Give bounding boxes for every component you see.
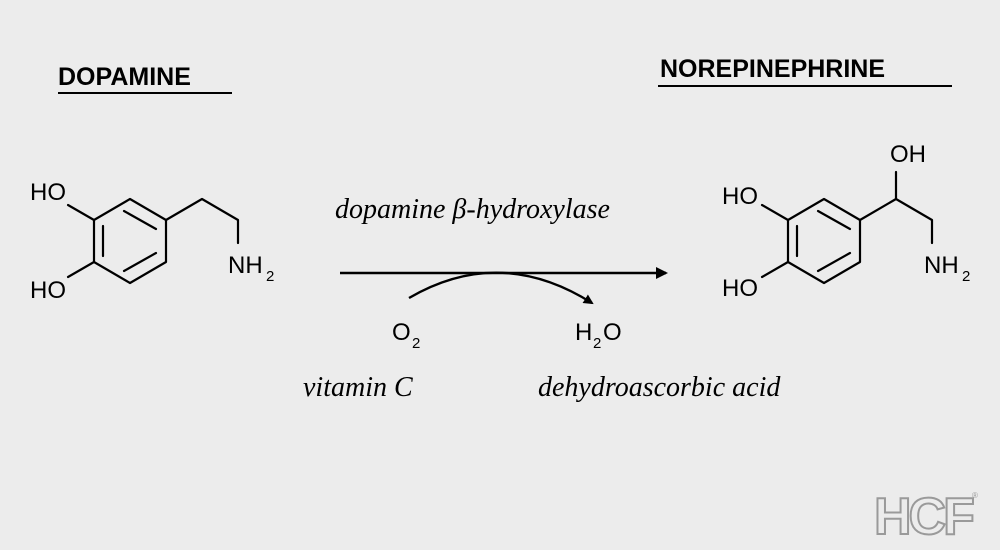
dopamine-side-chain	[66, 197, 240, 279]
norepinephrine-ho-top: HO	[722, 183, 758, 210]
svg-text:HCF: HCF	[874, 488, 973, 546]
svg-text:H: H	[575, 319, 592, 346]
dehydroascorbic-acid-label: dehydroascorbic acid	[538, 372, 781, 403]
norepinephrine-ring	[786, 197, 862, 285]
norepinephrine-ho-bottom: HO	[722, 275, 758, 302]
norepinephrine-structure: OH HO HO NH 2	[722, 141, 970, 302]
svg-text:O: O	[603, 319, 622, 346]
svg-text:2: 2	[266, 268, 274, 285]
svg-text:2: 2	[593, 335, 601, 352]
svg-text:NH: NH	[924, 252, 959, 279]
dopamine-amine: NH 2	[228, 252, 274, 285]
svg-text:®: ®	[972, 491, 978, 500]
svg-text:DOPAMINE: DOPAMINE	[58, 63, 191, 91]
dopamine-ho-top: HO	[30, 179, 66, 206]
svg-text:2: 2	[412, 335, 420, 352]
norepinephrine-oh: OH	[890, 141, 926, 168]
vitamin-c-label: vitamin C	[303, 372, 413, 403]
enzyme-label: dopamine β-hydroxylase	[335, 194, 610, 225]
svg-text:O: O	[392, 319, 411, 346]
cofactor-arc-arrow	[408, 271, 594, 305]
dopamine-ring	[92, 197, 168, 285]
norepinephrine-title: NOREPINEPHRINE	[658, 55, 952, 87]
norepinephrine-amine: NH 2	[924, 252, 970, 285]
dopamine-structure: HO HO NH 2	[30, 179, 274, 304]
svg-text:NOREPINEPHRINE: NOREPINEPHRINE	[660, 55, 885, 83]
dopamine-title: DOPAMINE	[58, 63, 232, 94]
dopamine-ho-bottom: HO	[30, 277, 66, 304]
svg-text:NH: NH	[228, 252, 263, 279]
water-label: H 2 O	[575, 319, 622, 352]
oxygen-label: O 2	[392, 319, 420, 352]
hcf-logo: HCF ®	[873, 487, 978, 547]
svg-text:2: 2	[962, 268, 970, 285]
norepinephrine-side-chain	[760, 170, 934, 279]
